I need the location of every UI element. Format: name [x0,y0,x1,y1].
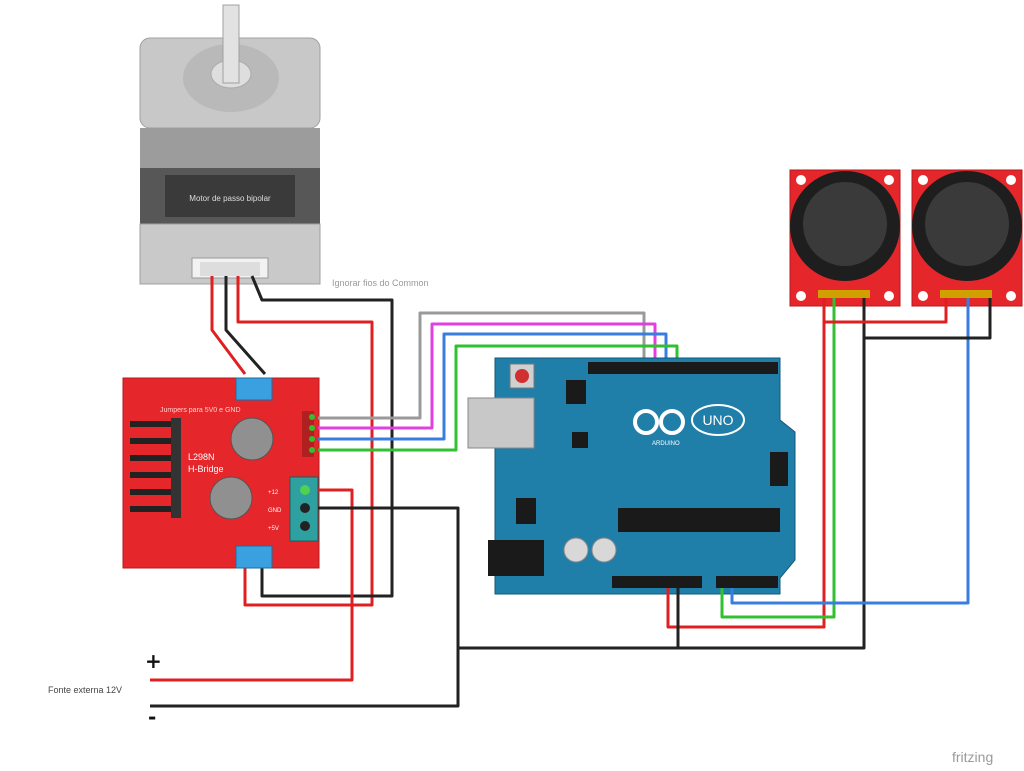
joystick-1 [789,169,901,307]
joystick-wires [458,298,992,650]
power-wires [150,488,460,708]
driver-bridge-label: H-Bridge [188,464,224,474]
power-minus: - [148,705,156,729]
arduino-brand: ARDUINO [652,441,680,447]
stepper-motor [139,4,321,285]
driver-pin-gnd: GND [268,508,282,514]
ignore-common-note: Ignorar fios do Common [332,278,429,288]
l298n-driver [122,377,320,569]
signal-wires [318,311,679,452]
driver-chip-label: L298N [188,452,215,462]
power-label: Fonte externa 12V [48,685,122,695]
driver-pin-12v: +12 [268,490,279,496]
arduino-uno [467,357,796,595]
driver-pin-5v: +5V [268,526,279,532]
arduino-board-name: UNO [702,412,733,428]
stepper-label: Motor de passo bipolar [189,194,271,203]
motor-wires [210,275,394,607]
power-plus: + [145,649,162,673]
driver-jumper-label: Jumpers para 5V0 e GND [160,407,241,414]
joystick-2 [911,169,1023,307]
fritzing-brand: fritzing [952,749,993,765]
